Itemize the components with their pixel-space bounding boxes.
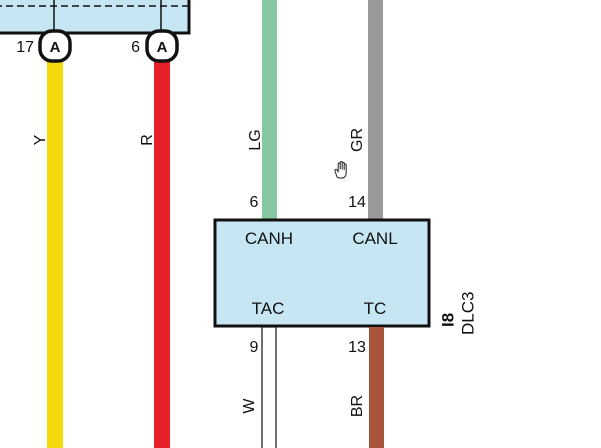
- wire-lg-code: LG: [247, 129, 264, 150]
- terminal-canh: CANH: [245, 229, 293, 248]
- wire-r: [154, 60, 170, 448]
- connector-letter: A: [50, 39, 61, 56]
- wire-gr-bottom-pin: 14: [348, 194, 366, 211]
- connector-letter: A: [157, 39, 168, 56]
- terminal-tac: TAC: [252, 299, 285, 318]
- wire-gr-code: GR: [349, 128, 366, 152]
- dlc3-id: I8: [438, 313, 457, 327]
- wire-y: [47, 60, 63, 448]
- dlc3-connector: CANH CANL TAC TC: [213, 218, 431, 328]
- wire-w: [261, 326, 277, 448]
- connector-pin-number: 17: [16, 39, 34, 56]
- top-component: [0, 0, 191, 35]
- wire-lg: [262, 0, 277, 220]
- connector-tab: [145, 29, 179, 63]
- wire-br: [369, 327, 384, 448]
- connector-tab: [38, 29, 72, 63]
- connector-tab-6: 6 A: [131, 29, 179, 63]
- wire-r-code: R: [139, 134, 156, 146]
- connector-pin-number: 6: [131, 39, 140, 56]
- wire-lg-bottom-pin: 6: [250, 194, 259, 211]
- wire-br-code: BR: [349, 395, 366, 417]
- hand-cursor-icon: [334, 161, 347, 179]
- terminal-tc: TC: [364, 299, 387, 318]
- connector-tab-17: 17 A: [16, 29, 72, 63]
- dlc3-name: DLC3: [458, 292, 477, 335]
- wire-w-pin: 9: [250, 339, 259, 356]
- terminal-canl: CANL: [352, 229, 397, 248]
- wire-br-pin: 13: [348, 339, 366, 356]
- wire-gr-top-pin: 16: [347, 0, 365, 3]
- wire-y-code: Y: [32, 134, 49, 145]
- wire-gr: [368, 0, 383, 220]
- wire-w-code: W: [241, 398, 258, 414]
- dlc3-box: [213, 218, 431, 328]
- wire-lg-top-pin: 4: [246, 0, 255, 3]
